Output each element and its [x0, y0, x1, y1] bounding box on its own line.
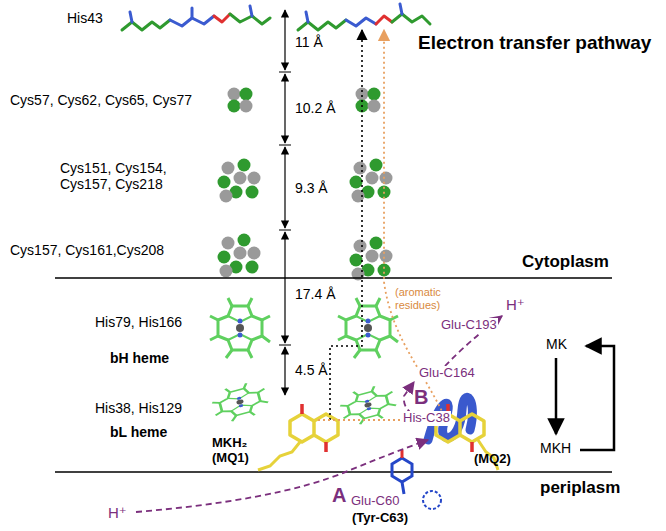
region-label: periplasm	[540, 478, 620, 498]
residue-label: (Tyr-C63)	[352, 511, 408, 526]
section-title: Electron transfer pathway	[418, 32, 651, 54]
proton-label: H⁺	[505, 296, 526, 313]
distance-label: 9.3 Å	[295, 180, 328, 196]
residue-label: Cys151, Cys154, Cys157, Cys218	[60, 160, 178, 192]
residue-label: His43	[67, 10, 103, 26]
pathway-letter: B	[414, 386, 428, 409]
pathway-letter: A	[332, 484, 346, 507]
residue-label: His79, His166	[95, 314, 182, 330]
residue-label: Cys57, Cys62, Cys65, Cys77	[10, 92, 192, 108]
proton-label: H⁺	[108, 504, 127, 521]
residue-label: Glu-C60	[350, 494, 400, 509]
residue-label: Glu-C164	[418, 366, 476, 381]
distance-label: 11 Å	[295, 34, 323, 50]
pathway-note: (aromatic residues)	[394, 286, 466, 311]
residue-label: His38, His129	[95, 400, 182, 416]
quinone-label: MKH₂ (MQ1)	[212, 436, 262, 466]
heme-label: bL heme	[110, 424, 167, 440]
region-label: Cytoplasm	[522, 252, 609, 272]
distance-label: 4.5 Å	[295, 362, 328, 378]
residue-label: Cys157, Cys161,Cys208	[10, 242, 164, 258]
distance-label: 17.4 Å	[295, 286, 335, 302]
heme-label: bH heme	[110, 350, 169, 366]
quinone-label: (MQ2)	[474, 452, 511, 467]
distance-label: 10.2 Å	[295, 100, 335, 116]
residue-label: His-C38	[402, 411, 451, 426]
cycle-label: MKH	[540, 440, 571, 456]
cycle-label: MK	[546, 336, 567, 352]
residue-label: Glu-C193	[440, 318, 498, 333]
